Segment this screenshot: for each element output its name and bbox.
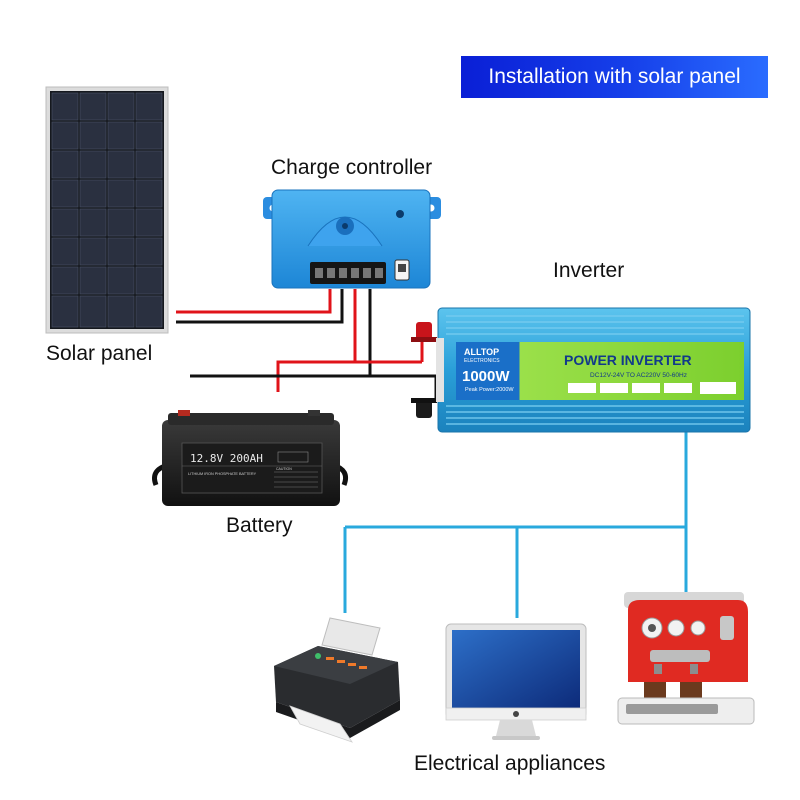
dc-wiring [176,289,438,398]
ac-wiring [343,430,688,618]
inverter-brand-sub: ELECTRONICS [464,358,500,364]
inverter-peak: Peak Power:2000W [465,387,514,393]
inverter-power: 1000W [462,368,510,385]
battery-caution: CAUTION [276,467,292,471]
solar-negative-wire [176,289,344,324]
solar-panel-label: Solar panel [46,342,153,365]
battery-graphic [152,410,349,506]
charge-controller-graphic [263,189,441,289]
inverter-label-strip [568,382,736,394]
battery-rating: 12.8V 200AH [190,452,263,465]
inverter-brand: ALLTOP [464,347,499,357]
solar-panel-graphic [45,86,169,334]
battery-chemistry: LITHIUM IRON PHOSPHATE BATTERY [188,472,257,476]
monitor-icon [445,623,587,740]
inverter-label: Inverter [553,259,625,282]
printer-icon [274,617,400,743]
solar-positive-wire [176,289,332,314]
coffee-machine-icon [617,592,755,725]
inverter-heading: POWER INVERTER [564,352,692,368]
battery-label: Battery [226,514,293,537]
charge-controller-label: Charge controller [271,156,433,179]
appliances-label: Electrical appliances [414,752,606,775]
inverter-spec: DC12V-24V TO AC220V 50-60Hz [590,372,687,379]
inverter-graphic [411,307,751,433]
title-banner: Installation with solar panel [461,56,768,98]
